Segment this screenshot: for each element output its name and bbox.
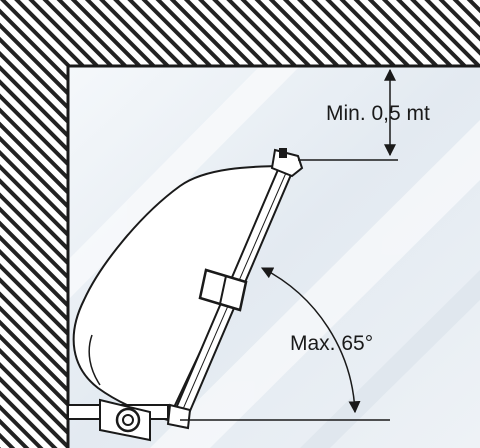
awning-fold-line (88, 334, 101, 386)
wall-corner-edge (66, 64, 480, 448)
support-arm (166, 148, 304, 430)
angle-indicator (180, 267, 390, 421)
angle-label: Max. 65° (290, 332, 373, 355)
clearance-label: Min. 0,5 mt (326, 102, 430, 125)
bottom-bracket (67, 398, 169, 442)
awning-canopy (72, 164, 290, 422)
clearance-dimension (298, 68, 398, 161)
